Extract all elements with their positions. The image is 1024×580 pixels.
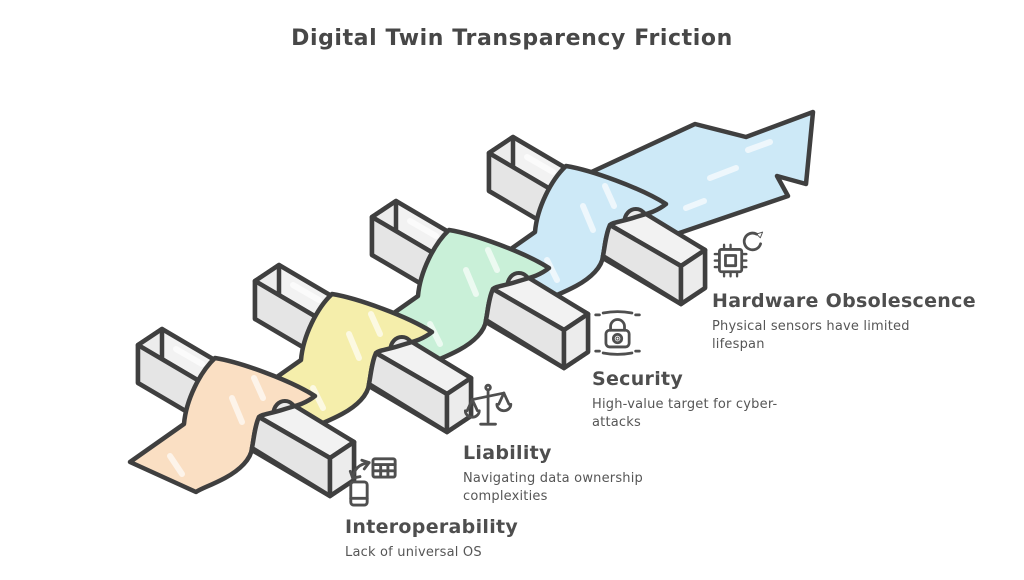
texture-streak [251, 375, 266, 401]
texture-streak [745, 139, 773, 153]
stage-name: Security [592, 368, 684, 390]
hurdle-bar-right-cap [327, 439, 357, 499]
hurdle-bar-right-cap [561, 311, 591, 371]
texture-streak [346, 331, 362, 361]
hurdle-bar-front-overlay [249, 414, 333, 499]
texture-streak [407, 218, 439, 239]
texture-streak [580, 203, 596, 233]
hurdle-module-interoperability [127, 326, 357, 499]
stage-name: Interoperability [345, 516, 519, 538]
texture-streak [368, 311, 383, 337]
texture-streak [229, 395, 245, 425]
stage-description: Physical sensors have limited lifespan [712, 319, 910, 352]
stage-name: Liability [463, 442, 552, 464]
texture-streak [544, 257, 560, 283]
stage-interoperability: Interoperability Lack of universal OS [345, 452, 545, 562]
texture-streak [167, 453, 185, 477]
texture-streak [602, 183, 617, 209]
stage-description: High-value target for cyber-attacks [592, 397, 778, 430]
hurdle-bar-front-overlay [483, 286, 567, 371]
stage-description: Lack of universal OS [345, 545, 482, 560]
hurdle-bar-right-cap [678, 247, 708, 307]
hurdle-bar-front-overlay [600, 222, 684, 307]
chip-refresh-icon [713, 231, 764, 278]
texture-streak [427, 321, 443, 347]
texture-streak [463, 267, 479, 297]
stage-hardware-obsolescence: Hardware Obsolescence Physical sensors h… [712, 228, 976, 354]
page-title: Digital Twin Transparency Friction [291, 26, 733, 51]
scales-icon [463, 383, 513, 426]
padlock-icon [594, 310, 641, 356]
hurdle-bar-front-overlay [366, 350, 450, 435]
stage-liability: Liability Navigating data ownership comp… [463, 380, 653, 506]
texture-streak [524, 154, 556, 175]
stage-name: Hardware Obsolescence [712, 290, 976, 312]
texture-streak [707, 165, 739, 181]
texture-streak [173, 346, 205, 367]
device-sync-icon [348, 457, 397, 507]
texture-streak [683, 198, 707, 211]
stage-description: Navigating data ownership complexities [463, 471, 644, 504]
stage-security: Security High-value target for cyber-att… [592, 306, 797, 432]
texture-streak [290, 282, 322, 303]
texture-streak [485, 247, 500, 273]
texture-streak [310, 385, 326, 411]
